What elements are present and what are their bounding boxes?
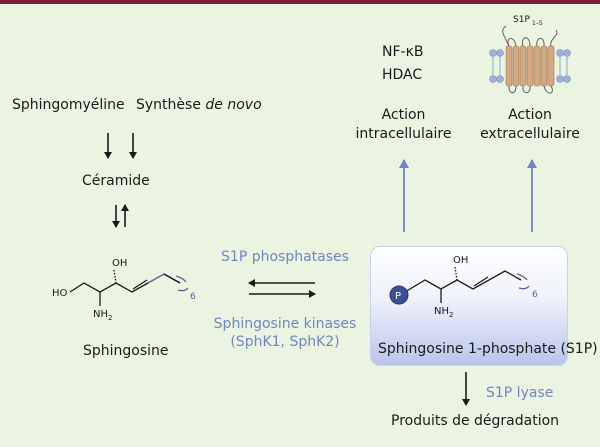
action-intra-line1: Action (381, 107, 426, 123)
s1p-oh: OH (453, 255, 468, 266)
sphingosine-nh: NH (93, 309, 108, 320)
sphingosine-ho: HO (52, 288, 68, 299)
action-extra-line2: extracellulaire (480, 126, 580, 142)
s1p-phosphatases-label: S1P phosphatases (221, 249, 349, 265)
action-intra-line2: intracellulaire (355, 126, 452, 142)
sphingosine-chain-n: 6 (190, 292, 196, 302)
sphk-label: (SphK1, SphK2) (230, 334, 340, 350)
s1p-highlight-box (370, 246, 568, 366)
s1p-nh: NH (434, 306, 449, 317)
s1p-structure (404, 266, 530, 303)
receptor-sub: 1–5 (532, 20, 543, 27)
hdac-label: HDAC (382, 67, 423, 83)
ceramide-label: Céramide (82, 173, 150, 189)
synthese-text: Synthèse (136, 97, 201, 113)
nfkb-label: NF-κB (382, 44, 424, 60)
sphingosine-kinases-label: Sphingosine kinases (213, 316, 357, 332)
synthese-de-novo-label: Synthèse de novo (136, 97, 262, 114)
receptor-label: S1P (513, 15, 530, 25)
sphingosine-label: Sphingosine (83, 343, 169, 359)
degradation-label: Produits de dégradation (391, 413, 560, 429)
phosphate-badge (389, 285, 409, 305)
de-novo-text: de novo (205, 97, 262, 113)
sphingosine-structure (69, 269, 189, 306)
action-extra-line1: Action (508, 107, 552, 123)
s1p-label: Sphingosine 1-phosphate (S1P) (378, 341, 598, 357)
sphingosine-nh-sub: 2 (108, 314, 112, 322)
top-accent-bar (0, 0, 600, 4)
s1p-chain-n: 6 (532, 290, 538, 300)
s1p-nh-sub: 2 (449, 311, 453, 319)
sphingomyeline-label: Sphingomyéline (12, 97, 125, 113)
sphingosine-oh: OH (112, 258, 127, 269)
s1p-receptor (489, 25, 571, 94)
phosphate-p: P (395, 291, 401, 302)
s1p-lyase-label: S1P lyase (486, 385, 554, 401)
